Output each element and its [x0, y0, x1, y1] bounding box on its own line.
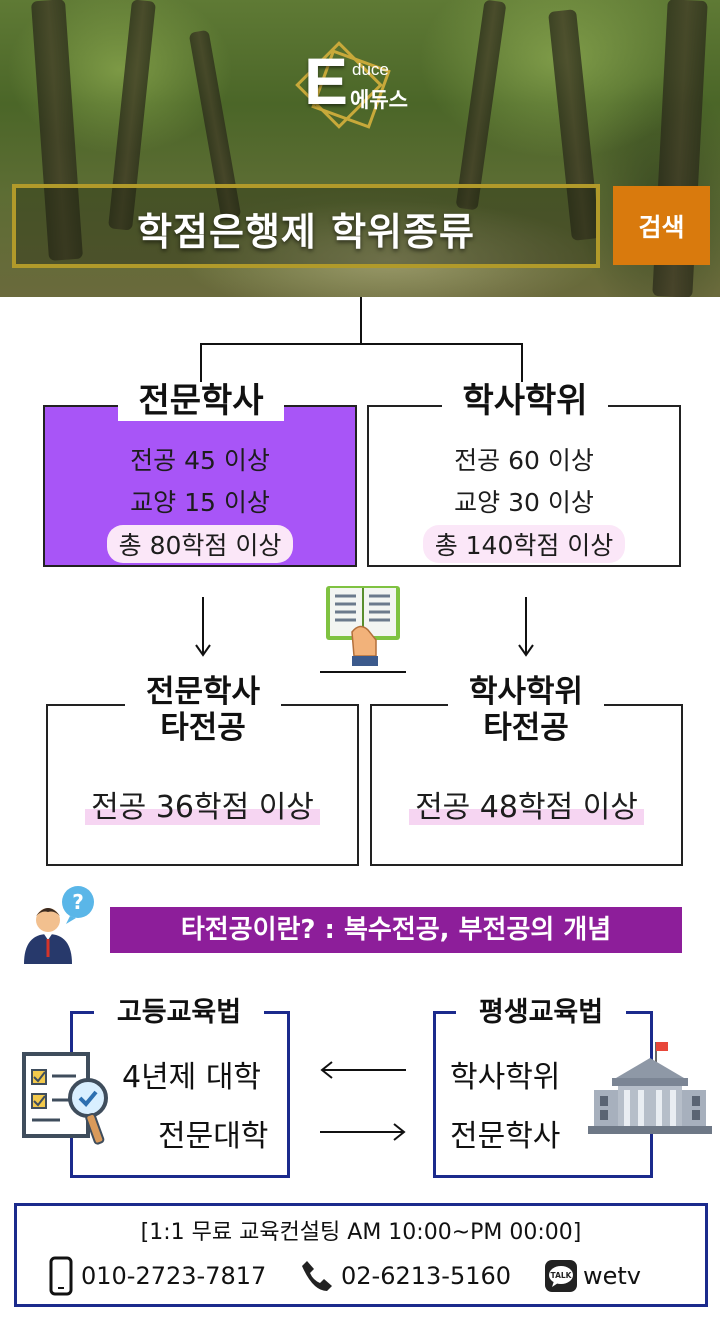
lifelong-ed-item: 학사학위 — [450, 1060, 561, 1095]
lifelong-education-law-title: 평생교육법 — [456, 990, 626, 1029]
associate-total: 총 80학점 이상 — [106, 525, 294, 563]
page-title: 학점은행제 학위종류 — [137, 210, 475, 254]
mobile-number[interactable]: 010-2723-7817 — [81, 1262, 267, 1290]
left-arrow-icon — [320, 1061, 406, 1079]
hero-background — [0, 0, 720, 297]
higher-ed-item: 전문대학 — [158, 1119, 269, 1154]
associate-other-title: 전문학사 타전공 — [125, 674, 281, 747]
logo-korean: 에듀스 — [350, 88, 408, 112]
search-button[interactable]: 검색 — [613, 186, 710, 265]
kakaotalk-icon: TALK — [545, 1260, 577, 1292]
bachelor-degree-box: 전공 60 이상 교양 30 이상 총 140학점 이상 — [367, 405, 681, 567]
higher-ed-item: 4년제 대학 — [122, 1060, 262, 1095]
lifelong-ed-item: 전문학사 — [450, 1119, 561, 1154]
svg-text:TALK: TALK — [551, 1271, 573, 1280]
phone-number[interactable]: 02-6213-5160 — [341, 1262, 512, 1290]
associate-general: 교양 15 이상 — [130, 488, 270, 517]
consult-hours: [1:1 무료 교육컨설팅 AM 10:00~PM 00:00] — [140, 1220, 582, 1245]
telephone-icon — [302, 1261, 332, 1291]
higher-education-law-title: 고등교육법 — [94, 990, 264, 1029]
down-arrow-icon — [518, 597, 534, 657]
bachelor-other-requirement: 전공 48학점 이상 — [409, 790, 644, 825]
bachelor-general: 교양 30 이상 — [454, 488, 594, 517]
checklist-search-icon — [22, 1052, 108, 1145]
page-title-box: 학점은행제 학위종류 — [12, 184, 600, 268]
down-arrow-icon — [195, 597, 211, 657]
bachelor-other-title: 학사학위 타전공 — [448, 674, 604, 747]
educe-logo[interactable]: E duce 에듀스 — [290, 41, 440, 138]
book-icon — [320, 586, 406, 673]
bachelor-title: 학사학위 — [442, 381, 608, 422]
building-icon — [588, 1042, 712, 1134]
bachelor-major: 전공 60 이상 — [454, 446, 594, 475]
logo-english: duce — [352, 60, 389, 79]
right-arrow-icon — [320, 1123, 406, 1141]
other-major-banner: 타전공이란? : 복수전공, 부전공의 개념 — [110, 907, 682, 953]
associate-degree-box: 전공 45 이상 교양 15 이상 총 80학점 이상 — [43, 405, 357, 567]
person-question-icon: ? — [24, 886, 94, 964]
bachelor-total: 총 140학점 이상 — [422, 525, 626, 563]
contact-footer: [1:1 무료 교육컨설팅 AM 10:00~PM 00:00] 010-272… — [14, 1203, 708, 1307]
associate-title: 전문학사 — [118, 381, 284, 422]
associate-major: 전공 45 이상 — [130, 446, 270, 475]
phone-icon — [49, 1256, 73, 1296]
associate-other-requirement: 전공 36학점 이상 — [85, 790, 320, 825]
logo-letter: E — [304, 44, 349, 118]
kakao-id[interactable]: wetv — [583, 1262, 642, 1290]
svg-text:?: ? — [72, 890, 84, 914]
